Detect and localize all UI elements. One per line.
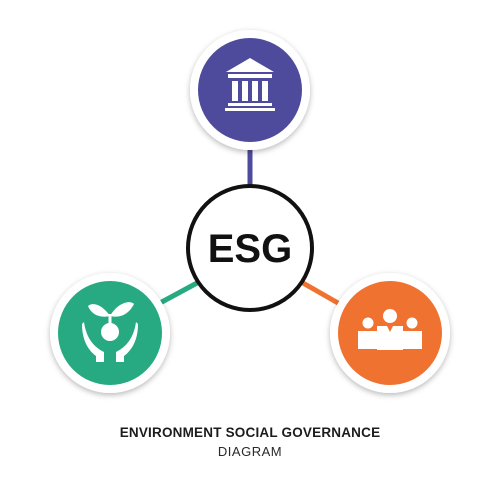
node-governance (190, 30, 310, 150)
center-node: ESG (186, 184, 314, 312)
people-group-icon (358, 309, 422, 350)
node-social (330, 273, 450, 393)
bank-building-icon (225, 58, 275, 111)
center-label: ESG (208, 227, 292, 271)
caption-title: ENVIRONMENT SOCIAL GOVERNANCE (119, 425, 381, 440)
caption-subtitle: DIAGRAM (217, 444, 283, 459)
connector-environment (158, 280, 199, 306)
node-environment (50, 273, 170, 393)
hands-plant-icon (82, 302, 138, 362)
connector-social (301, 280, 347, 310)
